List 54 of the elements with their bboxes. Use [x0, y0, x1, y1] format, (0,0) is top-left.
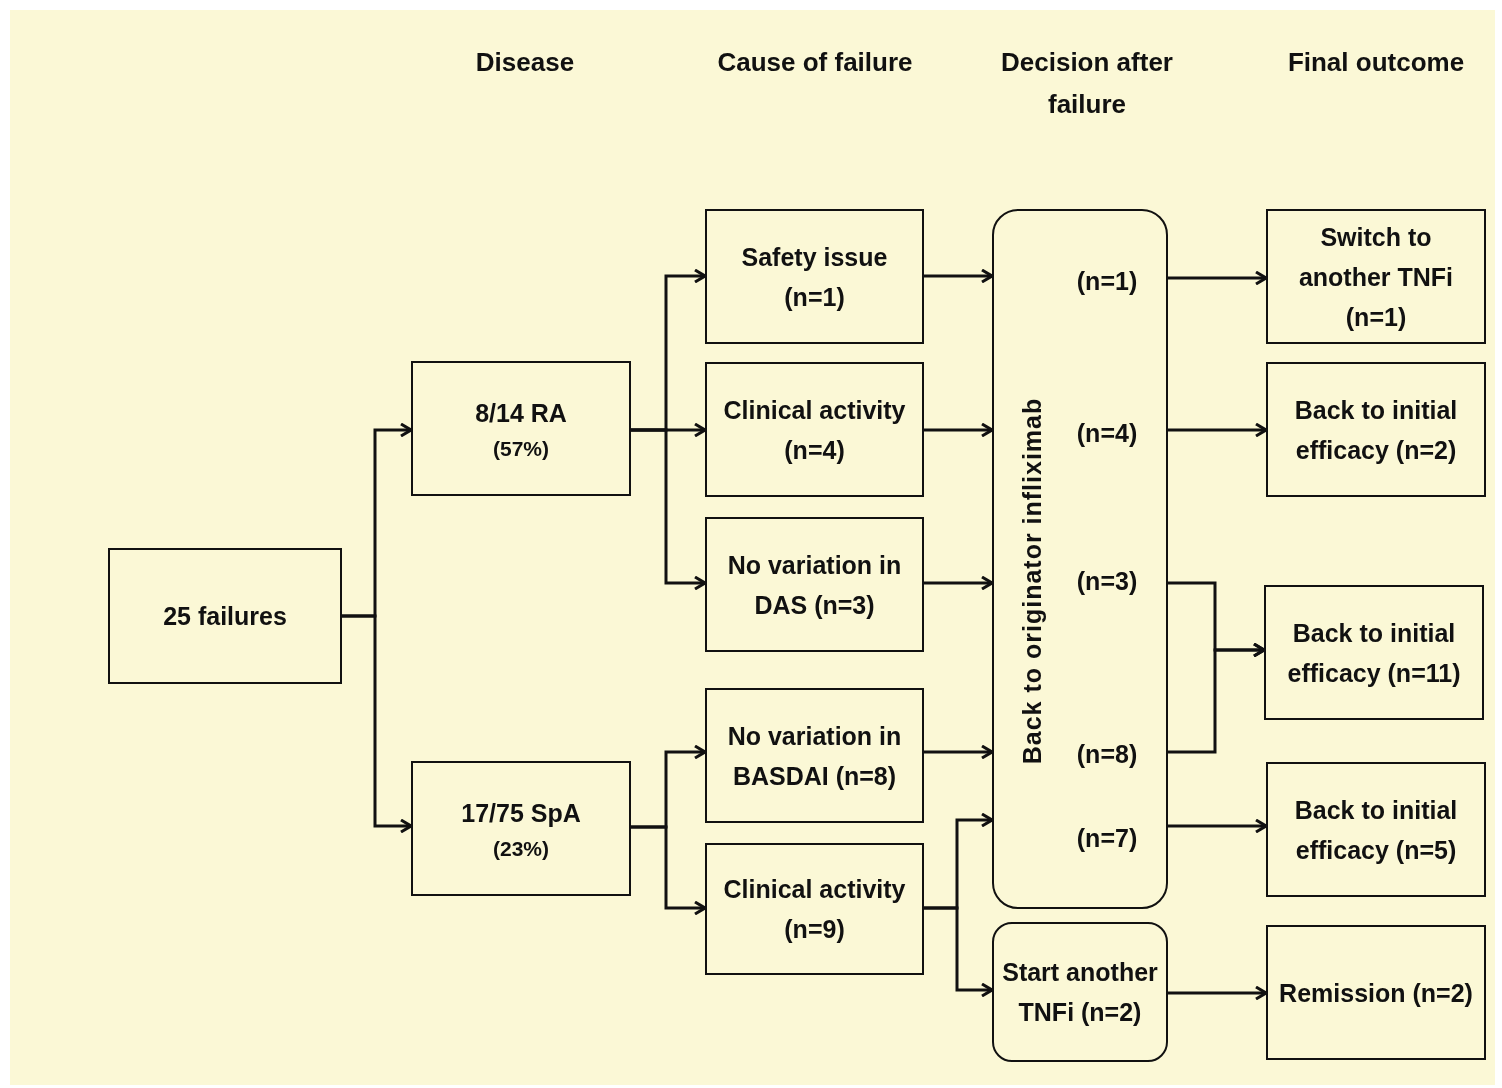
count-label: (n=8) — [1076, 739, 1138, 769]
arrow — [631, 825, 707, 916]
count-label: (n=1) — [1076, 266, 1138, 296]
arrow — [924, 422, 994, 438]
arrow — [1168, 270, 1268, 286]
box-text: Clinical activity (n=4) — [722, 394, 907, 466]
process-box — [705, 362, 924, 497]
box-text: 8/14 RA — [475, 397, 567, 429]
process-box — [411, 361, 631, 496]
arrow — [1168, 642, 1266, 754]
box-text: Start another TNFi (n=2) — [1002, 957, 1158, 1028]
column-header: Final outcome — [1286, 46, 1466, 79]
arrow — [924, 268, 994, 284]
arrow — [1168, 985, 1268, 1001]
count-label: (n=3) — [1076, 566, 1138, 596]
arrow — [631, 428, 707, 591]
box-text: No variation in DAS (n=3) — [726, 549, 903, 621]
process-box — [1266, 209, 1486, 344]
process-box — [705, 517, 924, 652]
box-text: Back to initial efficacy (n=11) — [1286, 617, 1462, 689]
process-box — [705, 688, 924, 823]
box-text: 25 failures — [163, 601, 287, 632]
box-text: No variation in BASDAI (n=8) — [726, 720, 903, 792]
box-text: Safety issue (n=1) — [740, 241, 889, 313]
box-title: Back to originator infliximab — [1017, 397, 1047, 765]
box-text: Clinical activity (n=9) — [722, 874, 907, 945]
process-box — [1266, 762, 1486, 897]
box-text: Back to initial efficacy (n=5) — [1293, 794, 1459, 866]
column-header: Cause of failure — [716, 46, 914, 79]
process-box — [108, 548, 342, 684]
box-text: Remission (n=2) — [1279, 977, 1473, 1009]
box-text: 17/75 SpA — [461, 797, 581, 829]
arrow — [342, 614, 413, 834]
arrow — [924, 744, 994, 760]
arrow — [1168, 422, 1268, 438]
process-box — [705, 843, 924, 975]
process-box — [1266, 925, 1486, 1060]
process-box — [705, 209, 924, 344]
box-subtext: (57%) — [493, 435, 549, 462]
arrow — [1168, 818, 1268, 834]
arrow — [924, 906, 994, 998]
box-text: Switch to another TNFi (n=1) — [1297, 221, 1455, 333]
process-box — [411, 761, 631, 896]
arrow — [924, 575, 994, 591]
column-header: Disease — [474, 46, 576, 79]
column-header: Decision after failure — [1000, 46, 1174, 121]
count-label: (n=4) — [1076, 418, 1138, 448]
count-label: (n=7) — [1076, 823, 1138, 853]
process-box — [1264, 585, 1484, 720]
process-box — [1266, 362, 1486, 497]
decision-box — [992, 922, 1168, 1062]
box-subtext: (23%) — [493, 835, 549, 862]
decision-box — [992, 209, 1168, 909]
box-text: Back to initial efficacy (n=2) — [1293, 394, 1459, 466]
